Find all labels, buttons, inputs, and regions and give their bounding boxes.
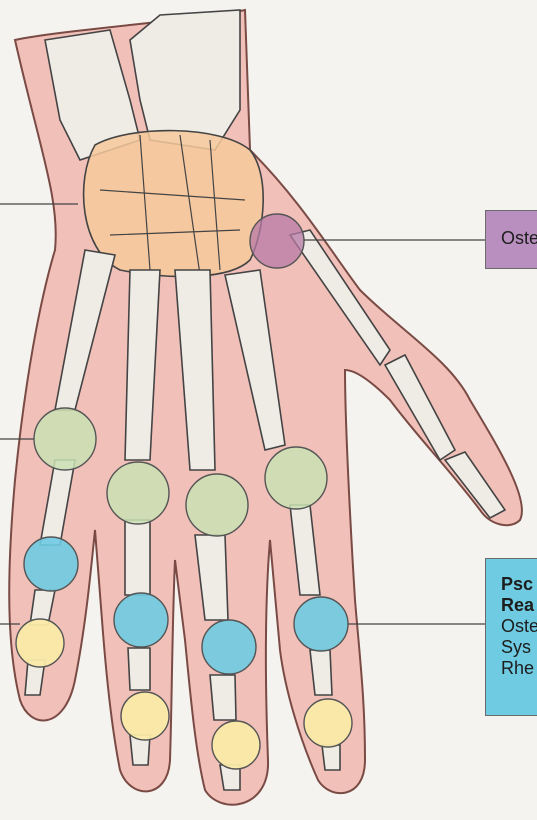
carpal-lines — [99, 134, 246, 276]
thumb-metacarpal — [288, 229, 391, 367]
joints-pip-blue — [23, 536, 349, 675]
callout-blue-line-3: Rhe — [501, 658, 535, 678]
callout-blue-bold-1: Psc — [501, 574, 534, 594]
callout-purple-box: Oste — [485, 210, 537, 269]
finger-ring — [174, 269, 241, 791]
callout-blue-line-1: Oste — [501, 616, 537, 636]
finger-little — [224, 269, 341, 771]
leader-lines — [0, 203, 485, 625]
thumb-distal-phalanx — [443, 451, 507, 520]
callout-blue-box: Psc Rea Oste Sys Rhe — [485, 558, 537, 716]
joints-dip-yellow — [15, 618, 353, 770]
callout-blue-bold-2: Rea — [501, 595, 535, 615]
callout-blue-line-2: Sys — [501, 637, 532, 657]
callout-purple-text: Oste — [501, 228, 537, 248]
joint-cmc-thumb — [249, 213, 305, 269]
joints-mcp-green — [33, 407, 328, 537]
ulna-bone — [129, 9, 241, 151]
thumb-proximal-phalanx — [383, 353, 457, 462]
